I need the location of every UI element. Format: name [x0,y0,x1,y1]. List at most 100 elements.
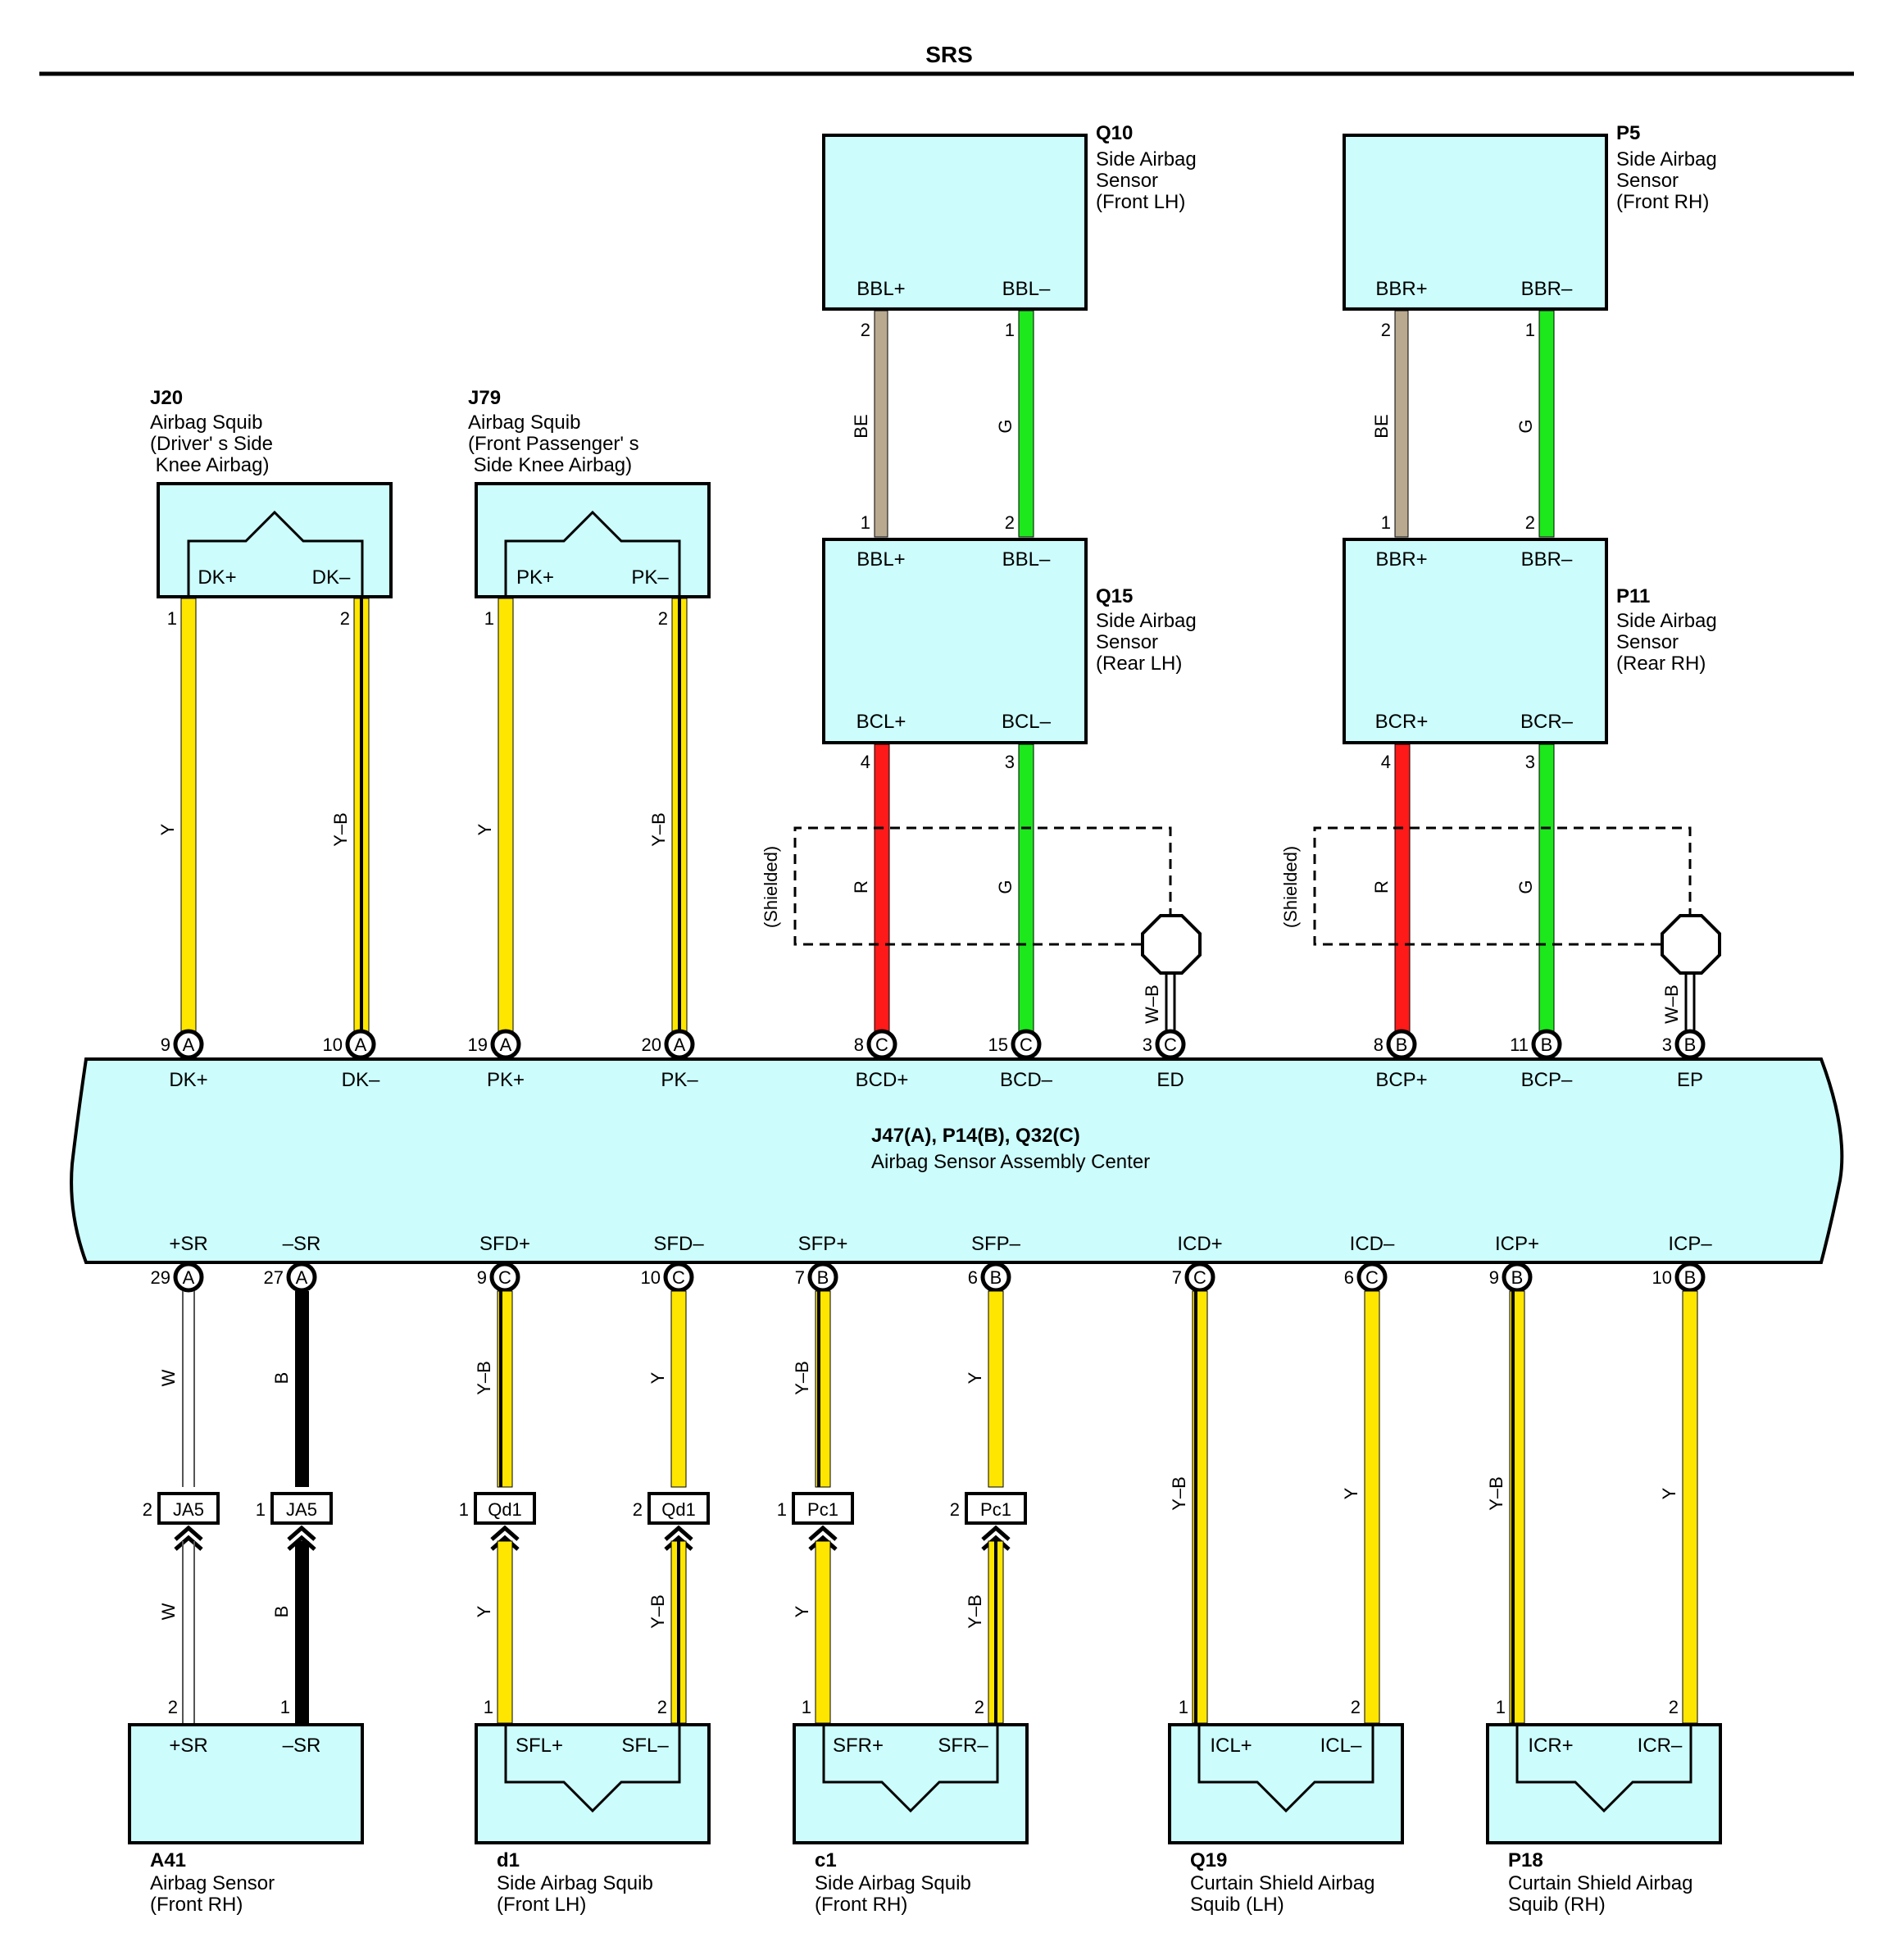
junction-1-box [157,1492,220,1525]
wire-label-wb-ep: W–B [1661,985,1682,1024]
q10-pin-label-1: BBL+ [856,278,905,300]
center-top-pin-8-label: BCP+ [1375,1069,1427,1091]
center-bottom-pin-3-number: 9 [477,1267,487,1288]
center-bottom-pin-1-marker [173,1262,204,1293]
component-c1: SFR+ SFR– c1 Side Airbag Squib (Front RH… [793,1723,1029,1916]
junction-4-chevron-icon [664,1525,693,1551]
a41-desc-1: Airbag Sensor [150,1872,275,1894]
center-top-pin-4-marker [664,1029,695,1060]
wire-y-sfd-down [497,1540,513,1724]
wire-label-g-p5: G [1515,419,1536,433]
p11-desc-2: Sensor [1616,631,1679,653]
wires-p5-p11: 2 1 BE G 1 2 [1371,310,1555,538]
q19-desc-2: Squib (LH) [1190,1894,1284,1916]
center-top-pin-9-connector: B [1541,1035,1553,1055]
center-top-pin-10-number: 3 [1662,1035,1672,1055]
wire-be-p5 [1394,310,1409,538]
d1-box [475,1723,711,1844]
center-bottom-pin-7-connector: C [1193,1267,1206,1288]
p5-pin-num-2: 1 [1525,320,1535,340]
c1-desc-1: Side Airbag Squib [815,1872,971,1894]
wires-p11-center: 4 3 R G (Shielded) W–B [1280,744,1721,1038]
q10-desc-1: Side Airbag [1096,148,1197,171]
q15-pin-label-bottom-1: BCL+ [856,711,906,733]
center-bottom-pin-3-label: SFD+ [479,1233,530,1255]
junction-5-chevron-icon [808,1525,838,1551]
j20-desc-3: Knee Airbag) [150,454,269,476]
c1-pin-num-1: 1 [802,1697,811,1717]
j79-pin-label-2: PK– [631,566,669,589]
center-top-pin-9-label: BCP– [1521,1069,1573,1091]
wire-y-sfd-up [670,1290,687,1488]
center-bottom-pin-9-marker [1502,1262,1533,1293]
d1-pin-label-1: SFL+ [516,1735,563,1757]
wire-label-b-sr-down: B [271,1606,292,1618]
d1-squib-outline [504,1725,681,1813]
a41-pin-num-2: 1 [280,1697,290,1717]
j79-desc-3: Side Knee Airbag) [468,454,632,476]
p18-box [1486,1723,1722,1844]
wire-label-y-icp: Y [1659,1487,1679,1499]
j20-pin-num-2: 2 [340,608,350,629]
d1-pin-num-2: 2 [657,1697,667,1717]
wire-label-y-sfd-down: Y [474,1605,494,1617]
q10-pin-num-2: 1 [1005,320,1015,340]
component-p5: BBR+ BBR– P5 Side Airbag Sensor (Front R… [1343,122,1717,311]
p11-pin-label-bottom-2: BCR– [1520,711,1574,733]
center-bottom-pin-4-number: 10 [641,1267,661,1288]
wire-g-q15 [1018,744,1034,1038]
wire-label-yb-sfp-up: Y–B [792,1361,812,1395]
center-bottom-pin-4-connector: C [672,1267,685,1288]
center-bottom-pin-6-marker [980,1262,1011,1293]
p5-code: P5 [1616,122,1640,144]
center-top-pin-2-label: DK– [342,1069,380,1091]
center-bottom-pins: A29+SRA27–SRC9SFD+C10SFD–B7SFP+B6SFP–C7I… [151,1233,1712,1293]
center-top-pin-1-label: DK+ [169,1069,207,1091]
shield-outline-lh [793,826,1172,946]
center-top-pin-4-connector: A [674,1035,686,1055]
center-box [70,1057,1844,1264]
center-top-pin-6-label: BCD– [1000,1069,1053,1091]
center-top-pin-3-number: 19 [468,1035,488,1055]
q19-pin-num-1: 1 [1179,1697,1188,1717]
center-bottom-pin-6-connector: B [990,1267,1002,1288]
center-top-pin-2-number: 10 [323,1035,343,1055]
p11-pin-label-bottom-1: BCR+ [1375,711,1429,733]
p11-pin-label-top-2: BBR– [1521,548,1573,571]
center-top-pin-9-marker [1531,1029,1562,1060]
q15-pin-label-top-2: BBL– [1002,548,1051,571]
center-bottom-pin-5-number: 7 [795,1267,805,1288]
c1-box [793,1723,1029,1844]
p5-pin-label-2: BBR– [1521,278,1573,300]
junction-6-code: Pc1 [980,1499,1011,1520]
p11-desc-3: (Rear RH) [1616,653,1706,675]
q19-code: Q19 [1190,1849,1227,1871]
p18-pin-num-1: 1 [1496,1697,1506,1717]
center-bottom-pin-5-connector: B [817,1267,829,1288]
diagram-title: SRS [925,42,973,67]
wire-label-yb-sfp-down: Y–B [965,1594,985,1629]
q19-squib-outline [1197,1725,1374,1813]
center-bottom-pin-10-marker [1674,1262,1706,1293]
d1-code: d1 [497,1849,520,1871]
a41-pin-num-1: 2 [168,1697,178,1717]
center-top-pin-6-connector: C [1020,1035,1033,1055]
center-top-pin-10-marker [1674,1029,1706,1060]
center-top-pin-7-label: ED [1156,1069,1184,1091]
center-top-pin-8-connector: B [1396,1035,1408,1055]
shield-outline-rh [1313,826,1692,946]
q10-code: Q10 [1096,122,1133,144]
q15-bottom-pin-num-1: 4 [861,752,870,772]
c1-squib-outline [822,1725,999,1813]
j79-squib-outline [504,510,681,597]
j20-pin-label-2: DK– [312,566,351,589]
center-top-pins: A9DK+A10DK–A19PK+A20PK–C8BCD+C15BCD–C3ED… [161,1029,1706,1091]
center-top-pin-3-label: PK+ [487,1069,525,1091]
center-top-pin-5-marker [866,1029,897,1060]
center-desc: Airbag Sensor Assembly Center [871,1151,1150,1173]
junction-6-pin-number: 2 [950,1499,960,1520]
wire-label-y-sfp-up: Y [965,1371,985,1384]
center-bottom-pin-9-number: 9 [1489,1267,1499,1288]
